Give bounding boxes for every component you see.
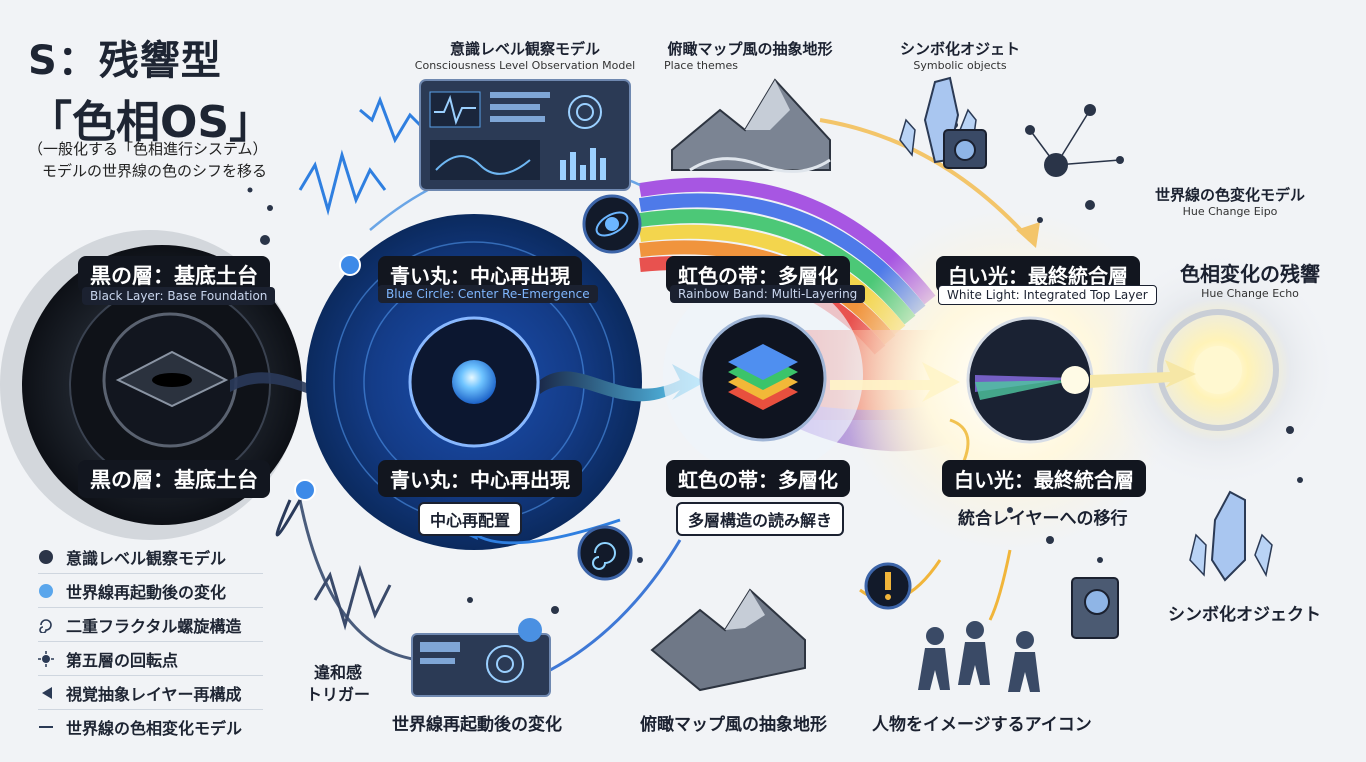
legend-item: 二重フラクタル螺旋構造: [38, 608, 263, 642]
spiral-icon: [38, 617, 54, 634]
wave-icon: [298, 149, 387, 216]
dark-dot-icon: [38, 549, 54, 565]
header-place: 俯瞰マップ風の抽象地形 Place themes: [664, 40, 833, 72]
rainbow-band-bottom: 虹色の帯：多層化: [666, 460, 850, 497]
sun-icon: [38, 650, 54, 667]
legend-item: 意識レベル観察モデル: [38, 540, 263, 574]
terrain-bottom: [650, 588, 806, 692]
rainbow-band-en: Rainbow Band: Multi-Layering: [670, 285, 866, 303]
stacked-layers-icon: [728, 344, 798, 410]
header-symbolic: シンボ化オジェト Symbolic objects: [899, 40, 1020, 72]
rainbow-band-sub: 多層構造の読み解き: [676, 502, 845, 536]
page-title-os: 「色相OS」: [28, 97, 274, 148]
blue-dot-icon: [38, 583, 54, 599]
black-layer-bottom: 黒の層：基底土台: [78, 460, 270, 498]
legend-item: 世界線の色相変化モデル: [38, 710, 263, 743]
legend: 意識レベル観察モデル 世界線再起動後の変化 二重フラクタル螺旋構造 第五層の回転…: [38, 540, 263, 743]
crystal-right-icon: [1189, 490, 1273, 582]
page-title: S：残響型: [28, 38, 222, 84]
black-layer-en: Black Layer: Base Foundation: [82, 287, 276, 305]
legend-item: 視覚抽象レイヤー再構成: [38, 676, 263, 710]
terrain-top: [671, 78, 831, 173]
trigger-caption: 違和感 トリガー: [306, 663, 371, 704]
terrain-caption: 俯瞰マップ風の抽象地形: [640, 715, 827, 735]
white-light-en: White Light: Integrated Top Layer: [938, 285, 1157, 305]
header-consciousness: 意識レベル観察モデル Consciousness Level Observati…: [414, 40, 636, 72]
spiral-circle-icon: [577, 525, 633, 581]
people-caption: 人物をイメージするアイコン: [872, 715, 1092, 735]
legend-item: 世界線再起動後の変化: [38, 574, 263, 608]
white-light-bottom: 白い光：最終統合層: [942, 460, 1146, 497]
echo-header: 色相変化の残響 Hue Change Echo: [1180, 262, 1320, 300]
page-subtitle-2: モデルの世界線の色のシフを移る: [42, 162, 268, 180]
people-icon: [918, 621, 1040, 692]
layers-arrow-icon: [38, 685, 54, 701]
blue-orb-icon: [452, 360, 496, 404]
page-subtitle-1: （一般化する「色相進行システム）: [28, 140, 268, 158]
legend-item: 第五層の回転点: [38, 642, 263, 676]
line-icon: [38, 719, 54, 735]
symbol-caption: シンボ化オジェクト: [1168, 605, 1321, 625]
header-hue-change: 世界線の色変化モデル Hue Change Eipo: [1154, 186, 1305, 218]
white-light-sub: 統合レイヤーへの移行: [958, 509, 1128, 529]
blue-circle-bottom: 青い丸：中心再出現: [378, 460, 582, 497]
blue-circle-sub: 中心再配置: [418, 502, 523, 536]
blue-circle-en: Blue Circle: Center Re-Emergence: [378, 285, 598, 303]
restart-caption: 世界線再起動後の変化: [392, 715, 562, 735]
